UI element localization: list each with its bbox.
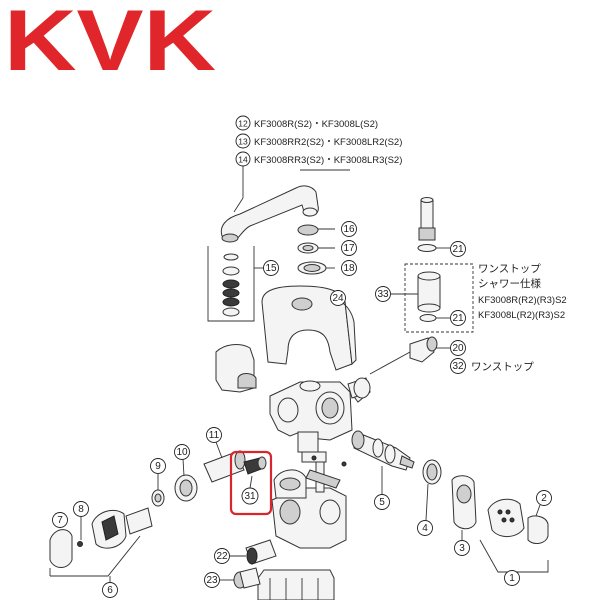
screws xyxy=(305,455,347,489)
part-number-18: 18 xyxy=(343,263,355,274)
one-stop-shower-model-l: KF3008L(R2)(R3)S2 xyxy=(478,310,565,321)
fitting-23: 23 xyxy=(204,567,261,589)
one-stop-shower-box: 33 21 ワンストップ シャワー仕様 KF3008R(R2)(R3)S2 KF… xyxy=(375,263,567,333)
part-number-5: 5 xyxy=(379,497,385,508)
part-number-10: 10 xyxy=(176,447,188,458)
hose-adapter: 21 xyxy=(417,197,466,257)
highlight-frame xyxy=(229,450,273,516)
part-number-31: 31 xyxy=(244,491,256,502)
elbow-20: 20 32 ワンストップ xyxy=(369,336,534,375)
fitting-22: 22 xyxy=(214,539,277,565)
one-stop-shower-title-1: ワンストップ xyxy=(478,263,541,275)
lower-body xyxy=(271,451,347,549)
part-number-33: 33 xyxy=(377,289,389,300)
model-number-12: 12 xyxy=(238,119,248,129)
part-number-9: 9 xyxy=(155,461,161,472)
o-ring-set-15: 15 xyxy=(207,246,279,322)
one-stop-label: ワンストップ xyxy=(471,361,534,373)
part-number-1: 1 xyxy=(509,573,515,584)
part-number-3: 3 xyxy=(459,543,465,554)
model-line-12: KF3008R(S2)・KF3008L(S2) xyxy=(254,119,378,130)
model-line-13: KF3008RR2(S2)・KF3008LR2(S2) xyxy=(254,137,402,148)
spout-ring-18: 18 xyxy=(297,260,357,276)
part-number-11: 11 xyxy=(209,430,220,441)
part-number-21-lower: 21 xyxy=(452,313,464,324)
part-number-32: 32 xyxy=(452,361,464,372)
part-31-highlighted: 31 xyxy=(229,450,273,516)
handle-right-1: 2 1 xyxy=(479,490,552,586)
part-number-22: 22 xyxy=(216,551,228,562)
left-cover xyxy=(215,344,257,393)
model-number-13: 13 xyxy=(238,137,248,147)
cover-24: 24 xyxy=(261,285,357,371)
nut-9: 9 xyxy=(150,458,166,507)
part-number-16: 16 xyxy=(343,224,355,235)
model-line-14: KF3008RR3(S2)・KF3008LR3(S2) xyxy=(254,155,402,166)
part-number-4: 4 xyxy=(422,523,428,534)
callout-13 xyxy=(235,133,251,149)
part-number-17: 17 xyxy=(343,243,355,254)
valve-11: 11 xyxy=(203,427,246,483)
one-stop-shower-title-2: シャワー仕様 xyxy=(478,277,541,290)
one-stop-shower-model-r: KF3008R(R2)(R3)S2 xyxy=(478,295,567,306)
spout-ring-17: 17 xyxy=(297,240,357,256)
spout-ring-16: 16 xyxy=(297,221,357,237)
cartridge-5: 5 xyxy=(351,430,415,510)
ring-10: 10 xyxy=(174,444,198,502)
kvk-logo-text: KVK xyxy=(4,4,216,76)
model-list: KF3008R(S2)・KF3008L(S2) KF3008RR2(S2)・KF… xyxy=(233,115,402,213)
part-number-7: 7 xyxy=(57,515,63,526)
ring-4: 4 xyxy=(417,459,442,536)
part-number-15: 15 xyxy=(265,263,277,274)
escutcheon-3: 3 xyxy=(451,475,477,556)
model-number-14: 14 xyxy=(238,155,248,165)
part-number-23: 23 xyxy=(206,575,218,586)
spout xyxy=(220,185,319,243)
pipe-connector xyxy=(347,377,371,399)
part-number-6: 6 xyxy=(107,585,113,596)
callout-12 xyxy=(235,115,251,131)
handle-left-6: 7 8 6 xyxy=(49,501,153,598)
part-number-8: 8 xyxy=(78,504,84,515)
part-number-24: 24 xyxy=(332,293,344,304)
kvk-logo: KVK xyxy=(4,4,216,76)
part-number-21-upper: 21 xyxy=(452,244,464,255)
part-number-20: 20 xyxy=(452,343,464,354)
bracket xyxy=(257,569,335,600)
part-number-2: 2 xyxy=(541,493,547,504)
valve-body xyxy=(269,380,371,453)
